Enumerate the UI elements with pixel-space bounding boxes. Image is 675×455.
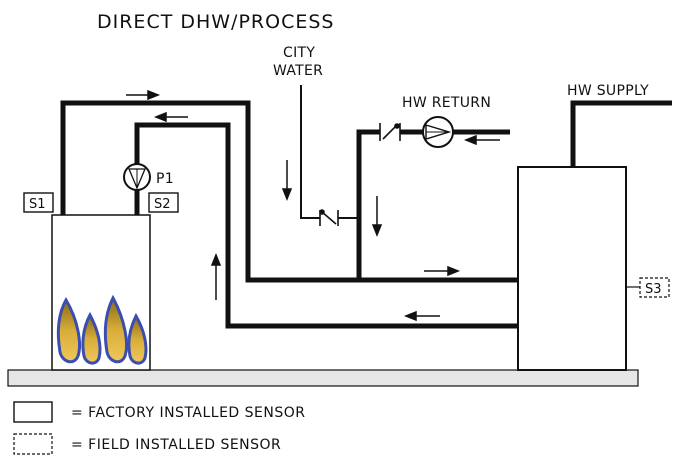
hw-return-label: HW RETURN xyxy=(402,95,491,111)
sensor-s3-label: S3 xyxy=(645,282,662,297)
arrow-down-icon xyxy=(281,188,293,202)
city-water-pipe xyxy=(300,85,320,219)
legend: = FACTORY INSTALLED SENSOR = FIELD INSTA… xyxy=(13,401,306,455)
sensor-s2-label: S2 xyxy=(154,197,171,212)
arrow-left-icon xyxy=(463,134,477,146)
recirc-pump-icon xyxy=(422,116,454,148)
arrow-left-icon xyxy=(403,310,417,322)
storage-tank xyxy=(517,166,627,371)
sensor-s1: S1 xyxy=(23,192,54,213)
arrow-right-icon xyxy=(447,265,461,277)
supply-pipe xyxy=(60,100,518,283)
p1-pump-icon xyxy=(123,163,151,191)
diagram-title: DIRECT DHW/PROCESS xyxy=(97,11,334,33)
legend-factory-swatch xyxy=(13,401,53,423)
legend-field-label: = FIELD INSTALLED SENSOR xyxy=(71,437,281,453)
arrow-right-icon xyxy=(147,89,161,101)
city-water-label-line1: CITY xyxy=(283,45,315,61)
arrow-up-icon xyxy=(210,252,222,266)
hw-supply-pipe xyxy=(570,100,672,167)
arrow-left-icon xyxy=(153,111,167,123)
legend-factory-label: = FACTORY INSTALLED SENSOR xyxy=(71,405,306,421)
city-check-valve-icon xyxy=(319,209,339,226)
arrow-down-icon xyxy=(371,224,383,238)
piping xyxy=(60,100,672,329)
flow-arrows xyxy=(126,89,500,322)
return-pipe xyxy=(134,122,518,329)
burner-flames-icon xyxy=(56,294,148,365)
hw-return-branch xyxy=(356,129,380,280)
legend-field-swatch xyxy=(13,433,53,455)
hw-supply-label: HW SUPPLY xyxy=(567,83,649,99)
sensor-s1-label: S1 xyxy=(29,197,46,212)
sensor-s3: S3 xyxy=(626,277,670,298)
return-check-valve-icon xyxy=(379,123,401,141)
sensor-s2: S2 xyxy=(148,192,179,213)
pump-p1-label: P1 xyxy=(156,171,174,187)
city-water-label-line2: WATER xyxy=(273,63,323,79)
floor-base xyxy=(7,369,639,387)
